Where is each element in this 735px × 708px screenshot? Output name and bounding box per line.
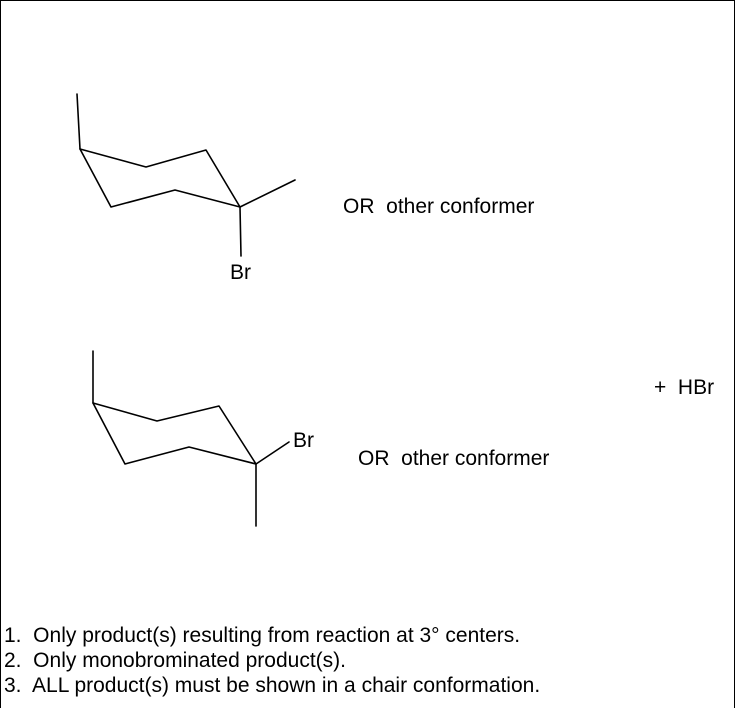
conformer-caption-2: OR other conformer <box>358 447 550 470</box>
chair-structure-1 <box>76 93 296 257</box>
chair-ring-2 <box>92 402 257 465</box>
bromine-label-2: Br <box>293 429 314 452</box>
note-item: 2. Only monobrominated product(s). <box>4 649 346 672</box>
methyl-bond-upper-left-1 <box>76 93 81 150</box>
methyl-bond-right-1 <box>239 179 296 208</box>
chair-structure-2 <box>92 350 290 527</box>
note-item: 3. ALL product(s) must be shown in a cha… <box>4 674 541 697</box>
bromine-bond-1 <box>239 206 242 257</box>
hbr-byproduct: + HBr <box>654 376 715 399</box>
instruction-notes: 1. Only product(s) resulting from reacti… <box>4 623 540 698</box>
chair-ring-1 <box>79 148 241 208</box>
note-item: 1. Only product(s) resulting from reacti… <box>4 624 521 647</box>
conformer-caption-1: OR other conformer <box>343 195 535 218</box>
bromine-bond-2 <box>255 441 290 465</box>
bromine-label-1: Br <box>230 261 251 284</box>
